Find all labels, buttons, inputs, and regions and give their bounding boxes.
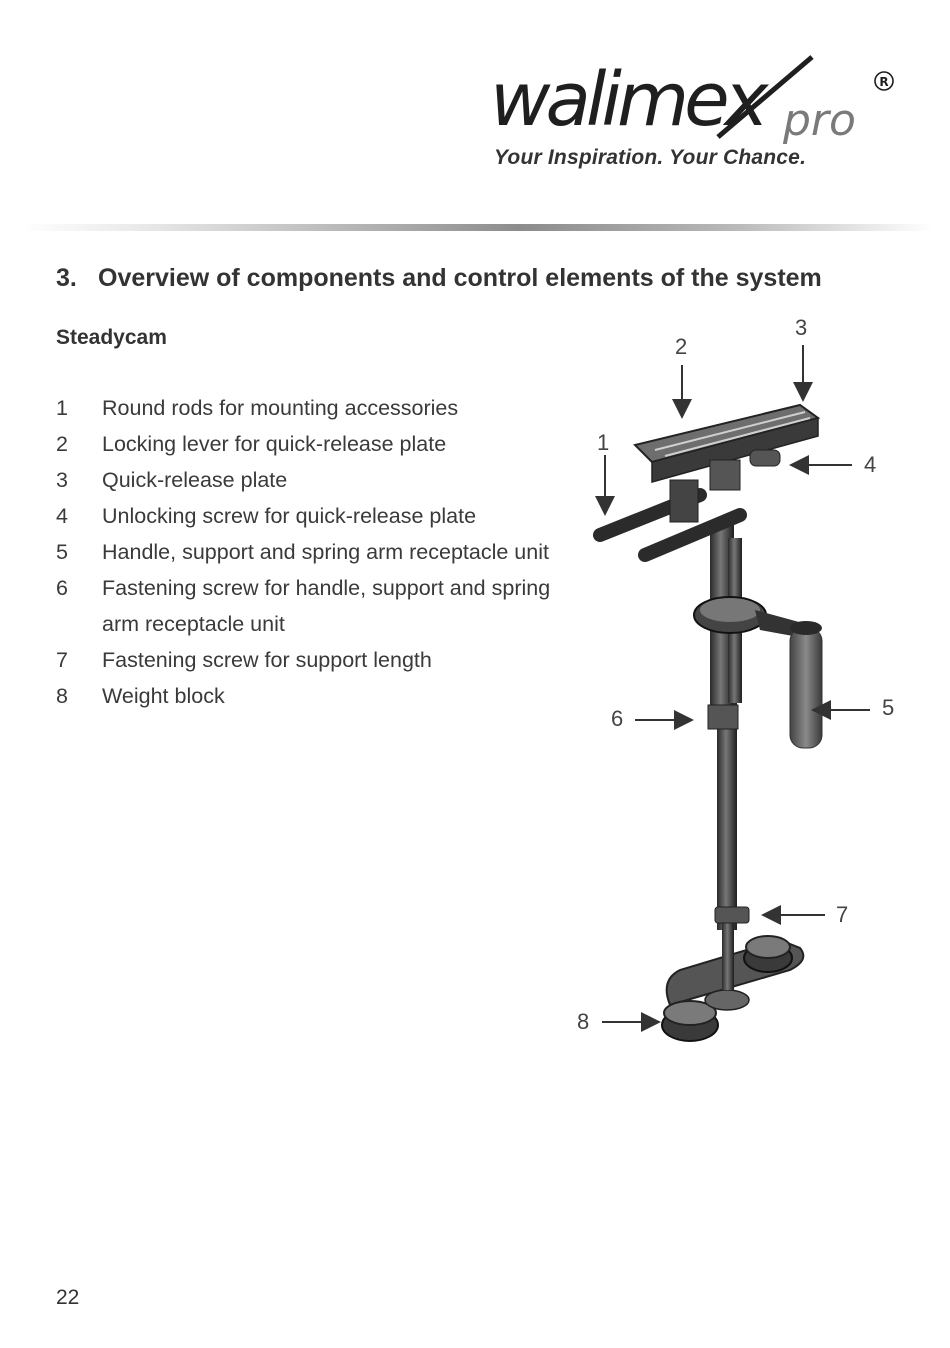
list-item: 5 Handle, support and spring arm receptac… bbox=[56, 534, 556, 570]
item-number: 4 bbox=[56, 504, 68, 528]
item-number: 7 bbox=[56, 648, 68, 672]
tagline: Your Inspiration. Your Chance. bbox=[494, 146, 807, 169]
callout-1: 1 bbox=[597, 430, 610, 455]
section-heading: 3. Overview of components and control ele… bbox=[56, 264, 822, 293]
quick-release-plate bbox=[633, 403, 821, 491]
svg-text:pro: pro bbox=[782, 95, 856, 145]
list-item: 2 Locking lever for quick-release plate bbox=[56, 426, 556, 462]
page-number: 22 bbox=[56, 1286, 80, 1309]
support-post bbox=[710, 525, 750, 990]
svg-text:R: R bbox=[879, 75, 888, 89]
list-item: 7 Fastening screw for support length bbox=[56, 642, 556, 678]
item-text: Round rods for mounting accessories bbox=[102, 396, 459, 420]
callout-7: 7 bbox=[836, 902, 849, 927]
components-list: 1 Round rods for mounting accessories 2 Lo… bbox=[56, 390, 556, 714]
item-text: Unlocking screw for quick-release plate bbox=[102, 504, 477, 528]
item-number: 1 bbox=[56, 396, 68, 420]
item-text: Fastening screw for handle, support and … bbox=[102, 576, 551, 636]
steadycam-illustration bbox=[593, 345, 870, 1042]
callout-5: 5 bbox=[882, 695, 895, 720]
section-number: 3. bbox=[56, 264, 77, 292]
item-number: 5 bbox=[56, 540, 68, 564]
list-item: 4 Unlocking screw for quick-release plate bbox=[56, 498, 556, 534]
header-divider bbox=[20, 224, 932, 231]
item-number: 6 bbox=[56, 576, 68, 600]
item-text: Locking lever for quick-release plate bbox=[102, 432, 447, 456]
callout-8: 8 bbox=[577, 1009, 590, 1034]
item-text: Fastening screw for support length bbox=[102, 648, 432, 672]
item-number: 2 bbox=[56, 432, 68, 456]
section-title: Overview of components and control eleme… bbox=[98, 264, 822, 292]
list-item: 8 Weight block bbox=[56, 678, 556, 714]
callout-4: 4 bbox=[864, 452, 877, 477]
callout-arrows bbox=[595, 345, 870, 1032]
list-item: 6 Fastening screw for handle, support and… bbox=[56, 570, 556, 642]
item-text: Weight block bbox=[102, 684, 225, 708]
list-item: 1 Round rods for mounting accessories bbox=[56, 390, 556, 426]
item-text: Handle, support and spring arm receptacl… bbox=[102, 540, 549, 564]
weight-block bbox=[661, 935, 805, 1042]
item-number: 8 bbox=[56, 684, 68, 708]
callout-2: 2 bbox=[675, 334, 688, 359]
walimex-pro-logo: walimex pro R bbox=[490, 55, 894, 145]
section-subtitle: Steadycam bbox=[56, 326, 167, 349]
list-item: 3 Quick-release plate bbox=[56, 462, 556, 498]
callout-6: 6 bbox=[611, 706, 624, 731]
item-number: 3 bbox=[56, 468, 68, 492]
item-text: Quick-release plate bbox=[102, 468, 288, 492]
callout-3: 3 bbox=[795, 315, 808, 340]
round-rods bbox=[593, 479, 747, 562]
